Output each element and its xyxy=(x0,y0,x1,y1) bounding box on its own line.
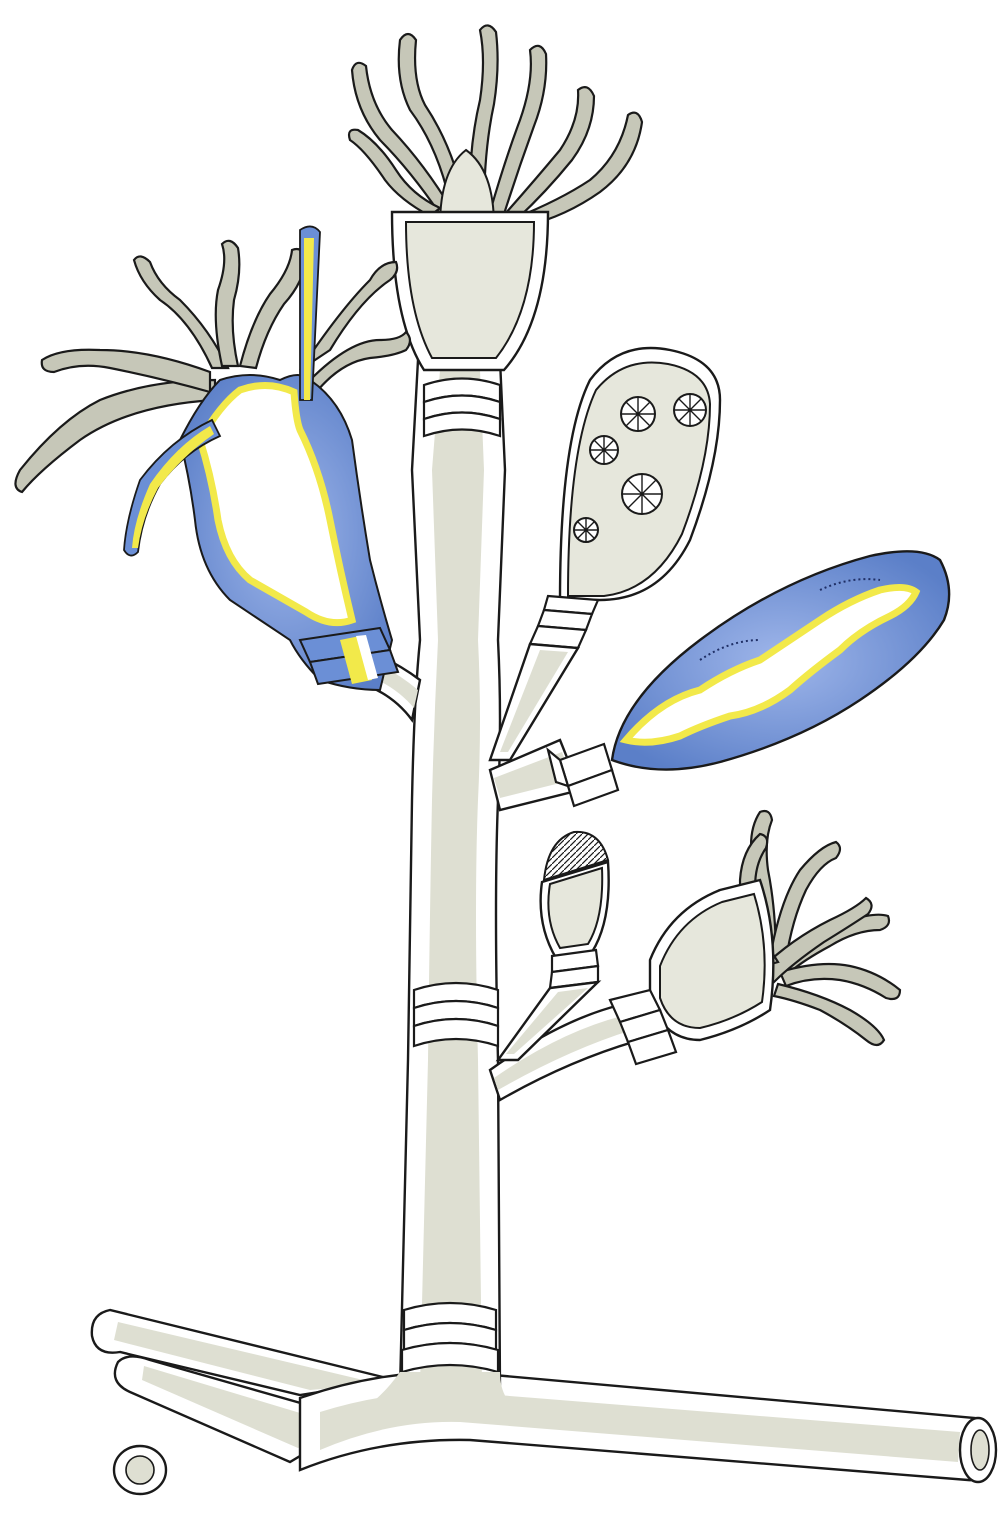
top-polyp-tentacles xyxy=(349,25,642,226)
top-polyp xyxy=(349,25,642,370)
stem-rings-base xyxy=(402,1303,498,1372)
stolon xyxy=(92,1310,996,1494)
stem-rings-middle xyxy=(414,983,498,1046)
lower-polyp xyxy=(610,811,900,1064)
hydrocaulus-stem xyxy=(400,360,505,1390)
left-polyp xyxy=(15,226,410,690)
stem-rings-upper xyxy=(424,379,500,437)
